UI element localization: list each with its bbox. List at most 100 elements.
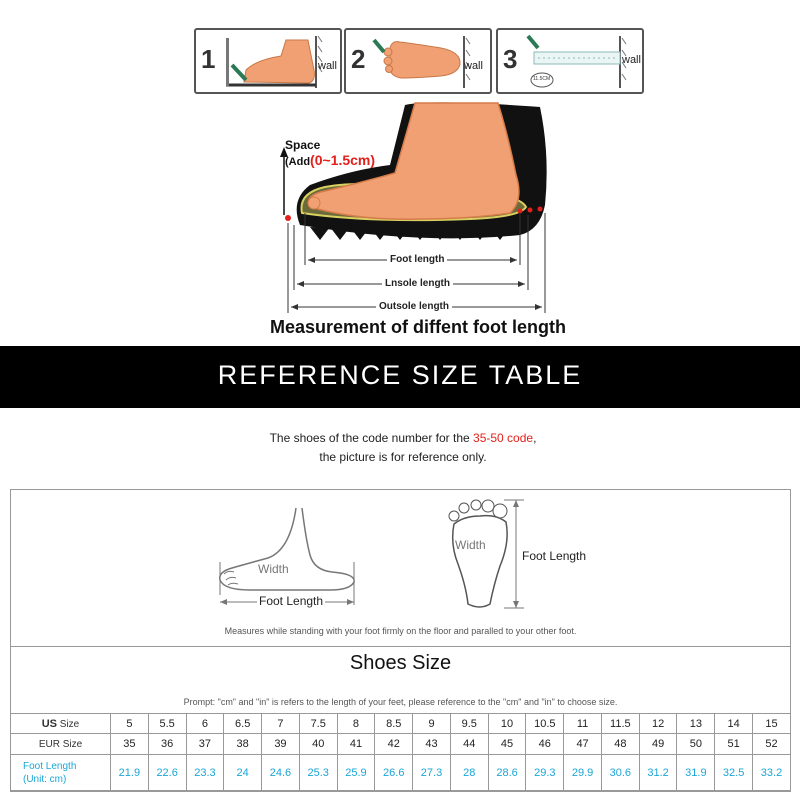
step-3-panel: 3 wall 11.5CM: [496, 28, 644, 94]
step-3-ruler-illustration: [526, 34, 627, 88]
us-size-cell: 6.5: [223, 713, 263, 734]
foot-length-cell: 25.9: [336, 754, 376, 792]
us-size-cell: 8.5: [374, 713, 414, 734]
space-add-text: (Add: [285, 156, 311, 168]
wall-label: wall: [622, 54, 641, 66]
space-add-label: (Add(0~1.5cm): [285, 152, 375, 168]
measure-caption: Measures while standing with your foot f…: [224, 626, 577, 636]
eur-size-cell: 42: [374, 733, 414, 755]
us-size-cell: 15: [752, 713, 791, 734]
reference-banner: [0, 346, 800, 408]
us-size-cell: 11: [563, 713, 602, 734]
us-size-cell: 13: [676, 713, 716, 734]
eur-size-cell: 45: [487, 733, 527, 755]
eur-size-cell: 49: [638, 733, 678, 755]
eur-size-header: EUR Size: [10, 733, 111, 755]
eur-size-cell: 41: [336, 733, 376, 755]
foot-length-cell: 31.9: [676, 754, 716, 792]
us-size-cell: 8: [336, 713, 376, 734]
top-foot-length-label: Foot Length: [522, 549, 587, 563]
foot-length-cell: 31.2: [638, 754, 678, 792]
eur-size-cell: 51: [714, 733, 754, 755]
step-number: 3: [503, 44, 518, 74]
foot-length-cell: 21.9: [110, 754, 149, 792]
space-range: (0~1.5cm): [310, 152, 376, 168]
chart-divider: [10, 646, 791, 647]
foot-length-cell: 29.3: [525, 754, 565, 792]
code-range: 35-50 code: [473, 431, 534, 445]
shoes-size-title: Shoes Size: [349, 652, 452, 674]
step-2-foot-illustration: [372, 36, 471, 88]
eur-size-cell: 46: [525, 733, 565, 755]
eur-size-cell: 36: [147, 733, 187, 755]
foot-length-cell: 33.2: [752, 754, 791, 792]
us-label-bold: US: [41, 717, 58, 730]
wall-label: wall: [464, 60, 483, 72]
step-2-panel: 2 wall: [344, 28, 492, 94]
eur-size-cell: 48: [600, 733, 640, 755]
measurement-title: Measurement of diffent foot length: [270, 317, 566, 337]
side-width-label: Width: [258, 562, 289, 576]
us-size-cell: 10: [487, 713, 527, 734]
foot-length-diagram: [280, 102, 547, 313]
space-label: Space: [285, 138, 321, 152]
eur-size-cell: 38: [223, 733, 263, 755]
note-comma: ,: [533, 431, 537, 445]
foot-length-cell: 27.3: [412, 754, 451, 792]
us-size-cell: 5: [110, 713, 149, 734]
wall-label: wall: [318, 60, 337, 72]
note-text: The shoes of the code number for the: [269, 431, 474, 445]
foot-length-cell: 28.6: [487, 754, 527, 792]
eur-size-cell: 35: [110, 733, 149, 755]
us-size-cell: 5.5: [147, 713, 187, 734]
us-size-cell: 11.5: [600, 713, 640, 734]
us-size-cell: 9.5: [449, 713, 489, 734]
us-label-rest: Size: [57, 718, 80, 730]
eur-size-cell: 47: [563, 733, 602, 755]
step-number: 1: [201, 44, 216, 74]
us-size-cell: 10.5: [525, 713, 565, 734]
length-label-line-1: Foot Length: [23, 761, 77, 772]
note-line-2: the picture is for reference only.: [319, 450, 487, 464]
step-1-foot-illustration: [226, 35, 323, 88]
outsole-length-label: Outsole length: [376, 301, 452, 312]
foot-length-cell: 23.3: [185, 754, 225, 792]
eur-size-cell: 50: [676, 733, 716, 755]
us-size-cell: 7.5: [298, 713, 338, 734]
us-size-cell: 6: [185, 713, 225, 734]
length-label-line-2: (Unit: cm): [23, 774, 67, 785]
foot-length-cell: 24: [223, 754, 263, 792]
foot-length-cell: 22.6: [147, 754, 187, 792]
ruler-tag: 11.5CM: [533, 76, 551, 82]
eur-size-cell: 40: [298, 733, 338, 755]
foot-length-header: Foot Length (Unit: cm): [10, 754, 111, 792]
top-foot-outline: [448, 499, 524, 609]
foot-length-cell: 25.3: [298, 754, 338, 792]
banner-title: REFERENCE SIZE TABLE: [217, 360, 583, 390]
foot-length-label: Foot length: [387, 254, 448, 265]
note-line-1: The shoes of the code number for the 35-…: [0, 431, 800, 445]
us-size-cell: 9: [412, 713, 451, 734]
top-width-label: Width: [455, 538, 486, 552]
foot-length-cell: 24.6: [261, 754, 300, 792]
foot-length-cell: 30.6: [600, 754, 640, 792]
step-1-panel: 1 wall: [194, 28, 342, 94]
eur-size-cell: 37: [185, 733, 225, 755]
eur-size-cell: 39: [261, 733, 300, 755]
step-number: 2: [351, 44, 366, 74]
us-size-cell: 12: [638, 713, 678, 734]
foot-length-cell: 29.9: [563, 754, 602, 792]
foot-length-cell: 28: [449, 754, 489, 792]
foot-length-cell: 32.5: [714, 754, 754, 792]
us-size-cell: 7: [261, 713, 300, 734]
size-prompt: Prompt: "cm" and "in" is refers to the l…: [183, 697, 618, 707]
eur-size-cell: 43: [412, 733, 451, 755]
insole-length-label: Lnsole length: [382, 278, 453, 289]
foot-length-cell: 26.6: [374, 754, 414, 792]
side-foot-length-label: Foot Length: [257, 594, 326, 608]
us-size-header: US Size: [10, 713, 111, 734]
